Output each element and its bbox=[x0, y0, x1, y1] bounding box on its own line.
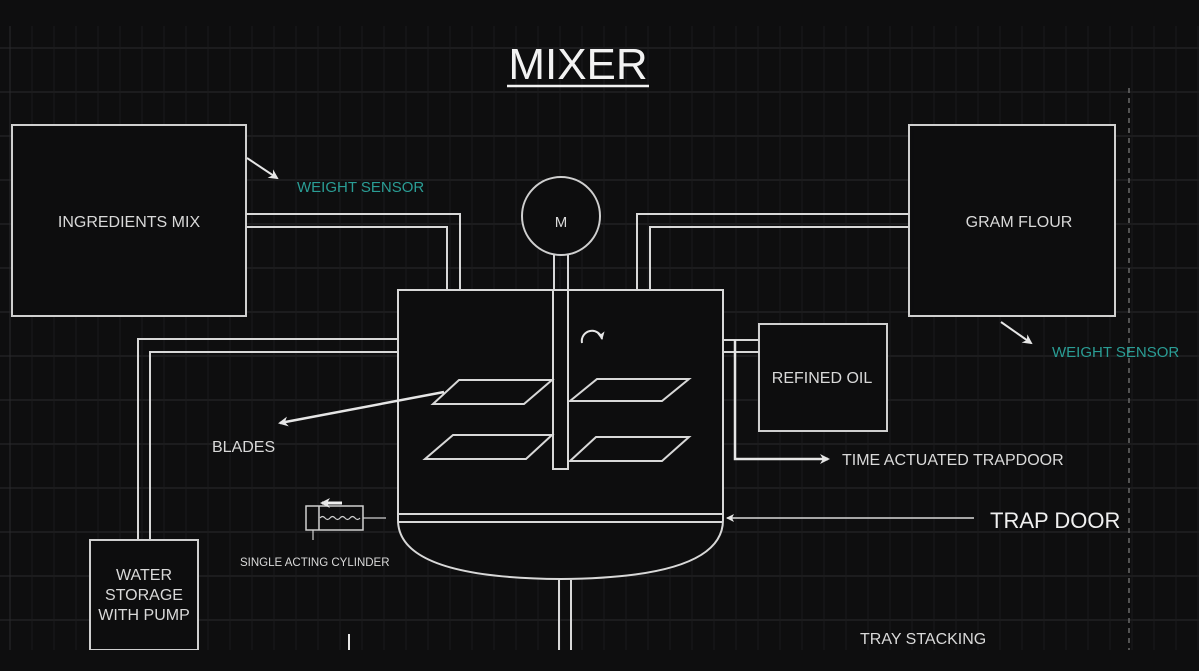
mixer-blades bbox=[422, 378, 692, 462]
water-storage-line-1: WATER bbox=[116, 567, 172, 584]
water-storage-tank: WATER STORAGE WITH PUMP bbox=[89, 539, 199, 651]
bottom-bar bbox=[0, 650, 1199, 671]
refined-oil-pipe bbox=[723, 339, 759, 353]
gram-flour-label: GRAM FLOUR bbox=[966, 214, 1073, 231]
water-storage-line-3: WITH PUMP bbox=[98, 607, 190, 624]
water-storage-line-2: STORAGE bbox=[105, 587, 183, 604]
blades-label: BLADES bbox=[212, 439, 275, 456]
ingredients-mix-label: INGREDIENTS MIX bbox=[58, 214, 201, 231]
weight-sensor-arrow-left bbox=[246, 157, 279, 180]
weight-sensor-label-left: WEIGHT SENSOR bbox=[297, 179, 424, 196]
single-acting-cylinder-label: SINGLE ACTING CYLINDER bbox=[240, 557, 390, 569]
mixer-shaft bbox=[552, 289, 569, 470]
single-acting-cylinder-icon bbox=[305, 498, 386, 540]
motor: M bbox=[521, 176, 601, 290]
blade-upper-left bbox=[430, 379, 555, 405]
trap-door-label: TRAP DOOR bbox=[990, 508, 1120, 533]
blades-callout-arrow bbox=[278, 390, 445, 427]
water-pipe bbox=[137, 338, 398, 540]
gram-flour-pipe bbox=[636, 213, 909, 290]
time-actuated-trapdoor-label: TIME ACTUATED TRAPDOOR bbox=[842, 452, 1064, 469]
outlet-pipe bbox=[558, 580, 572, 650]
weight-sensor-arrow-right bbox=[1000, 321, 1033, 345]
refined-oil-tank: REFINED OIL bbox=[758, 323, 888, 432]
motor-label: M bbox=[555, 214, 568, 231]
blade-upper-right bbox=[567, 378, 692, 402]
time-actuated-trapdoor-arrow bbox=[733, 340, 830, 464]
ingredients-pipe bbox=[246, 213, 461, 290]
gram-flour-hopper: GRAM FLOUR bbox=[908, 124, 1116, 317]
rotation-icon bbox=[580, 329, 605, 344]
blade-lower-left bbox=[422, 434, 555, 460]
page-title: MIXER bbox=[508, 40, 647, 89]
ingredients-mix-hopper: INGREDIENTS MIX bbox=[11, 124, 247, 317]
refined-oil-label: REFINED OIL bbox=[772, 370, 873, 387]
weight-sensor-label-right: WEIGHT SENSOR bbox=[1052, 344, 1179, 361]
tray-stacking-label: TRAY STACKING bbox=[860, 631, 986, 648]
blade-lower-right bbox=[567, 436, 692, 462]
